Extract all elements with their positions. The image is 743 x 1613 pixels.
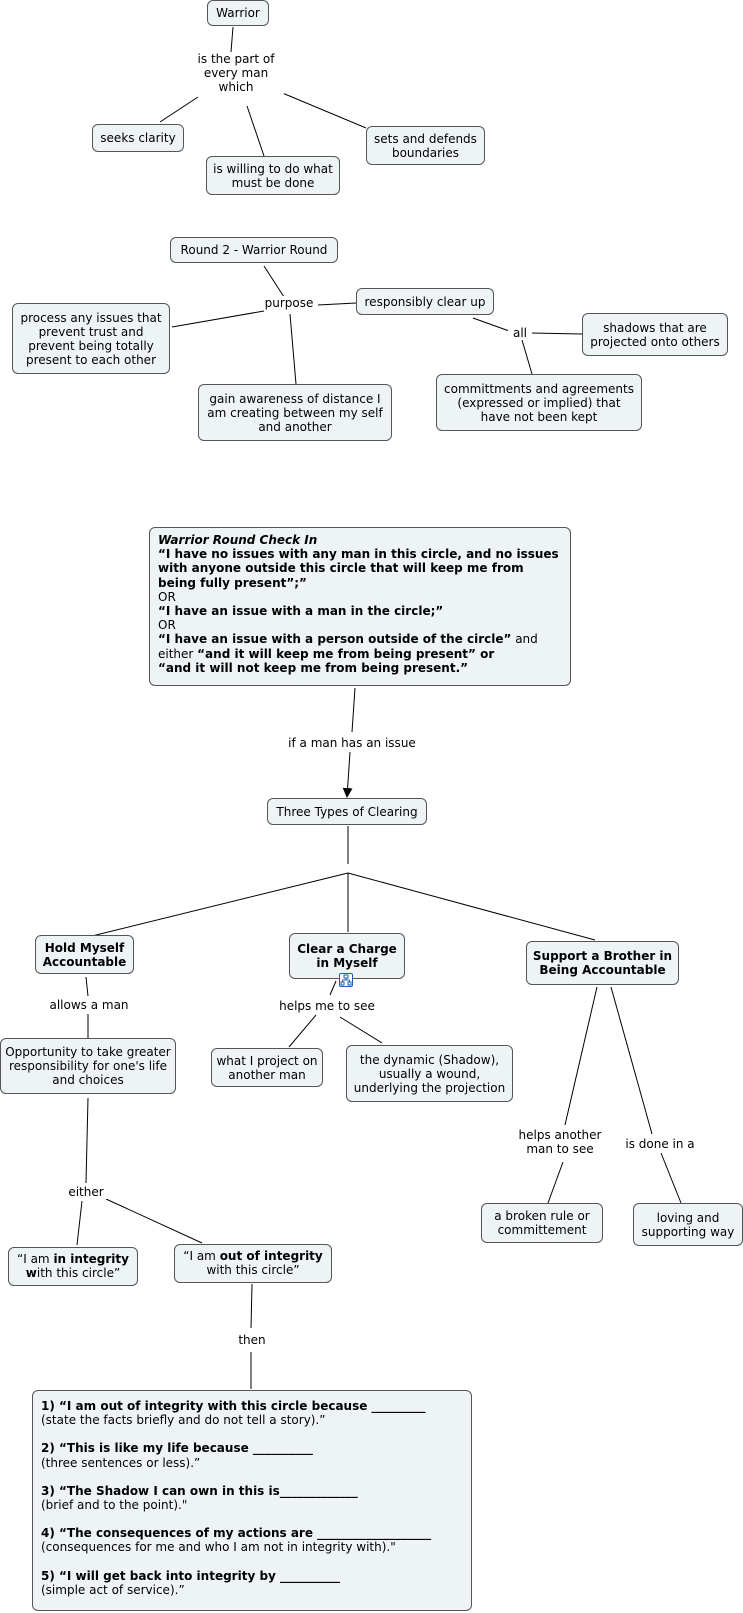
concept-map-icon[interactable] xyxy=(339,973,353,987)
step-4-bold: 4) “The consequences of my actions are _… xyxy=(41,1526,432,1541)
node-warrior[interactable]: Warrior xyxy=(207,0,269,26)
node-dynamic-shadow[interactable]: the dynamic (Shadow), usually a wound, u… xyxy=(346,1045,513,1102)
link-either: either xyxy=(63,1185,109,1199)
node-gain-awareness[interactable]: gain awareness of distance I am creating… xyxy=(198,384,392,441)
checkin-line5: “and it will not keep me from being pres… xyxy=(158,660,469,675)
checkin-and: and xyxy=(511,632,538,647)
node-seeks-clarity[interactable]: seeks clarity xyxy=(92,124,184,152)
node-willing[interactable]: is willing to do what must be done xyxy=(206,156,340,195)
node-broken-rule[interactable]: a broken rule or committement xyxy=(481,1203,603,1243)
step-1-text: (state the facts briefly and do not tell… xyxy=(41,1413,326,1428)
node-three-types[interactable]: Three Types of Clearing xyxy=(267,798,427,825)
node-process-issues[interactable]: process any issues that prevent trust an… xyxy=(12,303,170,374)
checkin-or-2: OR xyxy=(158,618,176,633)
node-clear-charge[interactable]: Clear a Charge in Myself xyxy=(289,933,405,979)
checkin-line1: “I have no issues with any man in this c… xyxy=(158,547,559,590)
concept-map-icon-glyph xyxy=(340,974,352,986)
node-opportunity[interactable]: Opportunity to take greater responsibili… xyxy=(0,1038,176,1094)
link-if-issue: if a man has an issue xyxy=(282,736,422,750)
link-helps-another: helps another man to see xyxy=(514,1128,606,1156)
step-1-bold: 1) “I am out of integrity with this circ… xyxy=(41,1399,426,1413)
link-purpose: purpose xyxy=(262,296,316,310)
node-in-integrity[interactable]: “I am in integrity with this circle” xyxy=(8,1247,138,1286)
checkin-line3-row: “I have an issue with a person outside o… xyxy=(158,632,562,646)
in-integrity-d: ith this circle” xyxy=(36,1266,121,1280)
out-integrity-c: with this circle” xyxy=(206,1263,300,1277)
step-5-bold: 5) “I will get back into integrity by __… xyxy=(41,1568,341,1583)
checkin-line4-row: either “and it will keep me from being p… xyxy=(158,647,562,661)
link-allows: allows a man xyxy=(45,998,133,1012)
checkin-title: Warrior Round Check In xyxy=(158,533,318,547)
checkin-box[interactable]: Warrior Round Check In “I have no issues… xyxy=(149,527,571,686)
checkin-line2: “I have an issue with a man in the circl… xyxy=(158,604,444,619)
link-then: then xyxy=(232,1333,272,1347)
node-commitments[interactable]: committments and agreements (expressed o… xyxy=(436,374,642,431)
node-what-i-project[interactable]: what I project on another man xyxy=(211,1048,323,1087)
step-2-text: (three sentences or less).” xyxy=(41,1455,201,1470)
node-loving[interactable]: loving and supporting way xyxy=(633,1203,743,1246)
node-round-2[interactable]: Round 2 - Warrior Round xyxy=(170,237,338,263)
node-support-brother[interactable]: Support a Brother in Being Accountable xyxy=(526,941,679,985)
node-boundaries[interactable]: sets and defends boundaries xyxy=(366,126,485,165)
step-3-text: (brief and to the point)." xyxy=(41,1498,188,1513)
steps-box[interactable]: 1) “I am out of integrity with this circ… xyxy=(32,1390,472,1611)
node-shadows[interactable]: shadows that are projected onto others xyxy=(582,313,728,356)
checkin-line4: “and it will keep me from being present”… xyxy=(197,646,495,661)
out-integrity-a: “I am xyxy=(183,1249,220,1263)
in-integrity-b: in integrity xyxy=(53,1252,129,1266)
link-is-part-of: is the part of every man which xyxy=(188,52,284,94)
checkin-line3: “I have an issue with a person outside o… xyxy=(158,632,512,647)
link-helps-me: helps me to see xyxy=(272,999,382,1013)
step-2-bold: 2) “This is like my life because _______… xyxy=(41,1441,313,1456)
node-clear-up[interactable]: responsibly clear up xyxy=(356,288,494,315)
step-3-bold: 3) “The Shadow I can own in this is_____… xyxy=(41,1483,358,1498)
out-integrity-b: out of integrity xyxy=(219,1249,323,1263)
step-4-text: (consequences for me and who I am not in… xyxy=(41,1540,396,1555)
node-hold-myself[interactable]: Hold Myself Accountable xyxy=(35,935,134,974)
in-integrity-a: “I am xyxy=(17,1252,54,1266)
link-all: all xyxy=(508,326,532,340)
step-5-text: (simple act of service).” xyxy=(41,1582,185,1597)
in-integrity-c: w xyxy=(25,1266,37,1280)
checkin-either: either xyxy=(158,646,198,661)
link-done-in: is done in a xyxy=(620,1137,700,1151)
checkin-or-1: OR xyxy=(158,589,176,604)
